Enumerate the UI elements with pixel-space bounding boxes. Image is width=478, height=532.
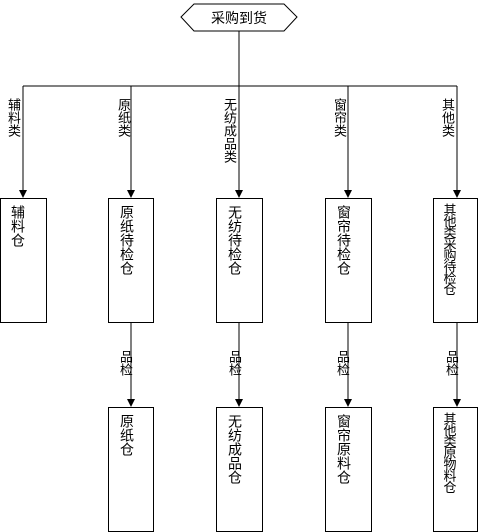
inspection-label: 品检 <box>334 350 349 376</box>
inspection-label: 品检 <box>226 350 241 376</box>
warehouse-label: 窗帘原料仓 <box>335 414 351 484</box>
branch-label: 辅料类 <box>5 98 20 137</box>
warehouse-label: 窗帘待检仓 <box>335 205 351 275</box>
pending-inspection-box-other: 其他类采购待检仓 <box>433 198 478 323</box>
pending-inspection-box-nonwoven: 无纺待检仓 <box>216 198 263 323</box>
inspection-label: 品检 <box>443 350 458 376</box>
start-node-label: 采购到货 <box>211 10 267 27</box>
start-node <box>180 3 298 32</box>
branch-label: 其他类 <box>439 98 454 137</box>
branch-label: 原纸类 <box>115 98 130 137</box>
warehouse-label: 辅料仓 <box>9 205 25 247</box>
warehouse-label: 原纸待检仓 <box>118 205 134 275</box>
branch-label: 窗帘类 <box>331 98 346 137</box>
pending-inspection-box-base-paper: 原纸待检仓 <box>108 198 154 323</box>
pending-inspection-box-curtain: 窗帘待检仓 <box>325 198 372 323</box>
warehouse-label: 无纺待检仓 <box>226 205 242 275</box>
warehouse-box-curtain: 窗帘原料仓 <box>325 407 372 532</box>
warehouse-label: 其他类原物料仓 <box>440 412 456 492</box>
warehouse-label: 无纺成品仓 <box>226 414 242 484</box>
warehouse-label: 其他类采购待检仓 <box>440 203 456 295</box>
warehouse-box-base-paper: 原纸仓 <box>108 407 154 532</box>
warehouse-box-other: 其他类原物料仓 <box>433 407 478 532</box>
warehouse-label: 原纸仓 <box>118 414 134 456</box>
warehouse-box-auxiliary: 辅料仓 <box>0 198 47 323</box>
warehouse-box-nonwoven: 无纺成品仓 <box>216 407 263 532</box>
branch-label: 无纺成品类 <box>221 98 236 163</box>
inspection-label: 品检 <box>117 350 132 376</box>
